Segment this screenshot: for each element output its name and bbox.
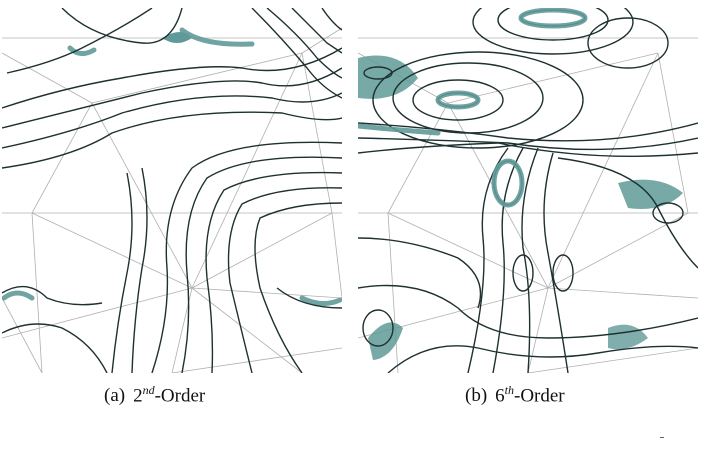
caption-panel-a: (a) 2nd-Order — [104, 383, 205, 407]
contour-lines — [2, 8, 342, 373]
stray-mark — [660, 437, 664, 438]
caption-tag: (b) — [465, 385, 488, 407]
contour-plot-2nd-order — [2, 8, 342, 373]
mesh-lines — [2, 27, 342, 373]
order-word: -Order — [154, 385, 206, 407]
order-number: 6 — [495, 385, 505, 407]
contour-lines — [358, 8, 698, 373]
order-number: 2 — [133, 385, 143, 407]
caption-panel-b: (b) 6th-Order — [465, 383, 565, 407]
caption-tag: (a) — [104, 385, 126, 407]
order-suffix: nd — [142, 383, 155, 397]
panel-6th-order — [358, 8, 698, 373]
order-word: -Order — [514, 385, 565, 407]
panel-2nd-order — [2, 8, 342, 373]
order-suffix: th — [504, 383, 514, 397]
contour-plot-6th-order — [358, 8, 698, 373]
